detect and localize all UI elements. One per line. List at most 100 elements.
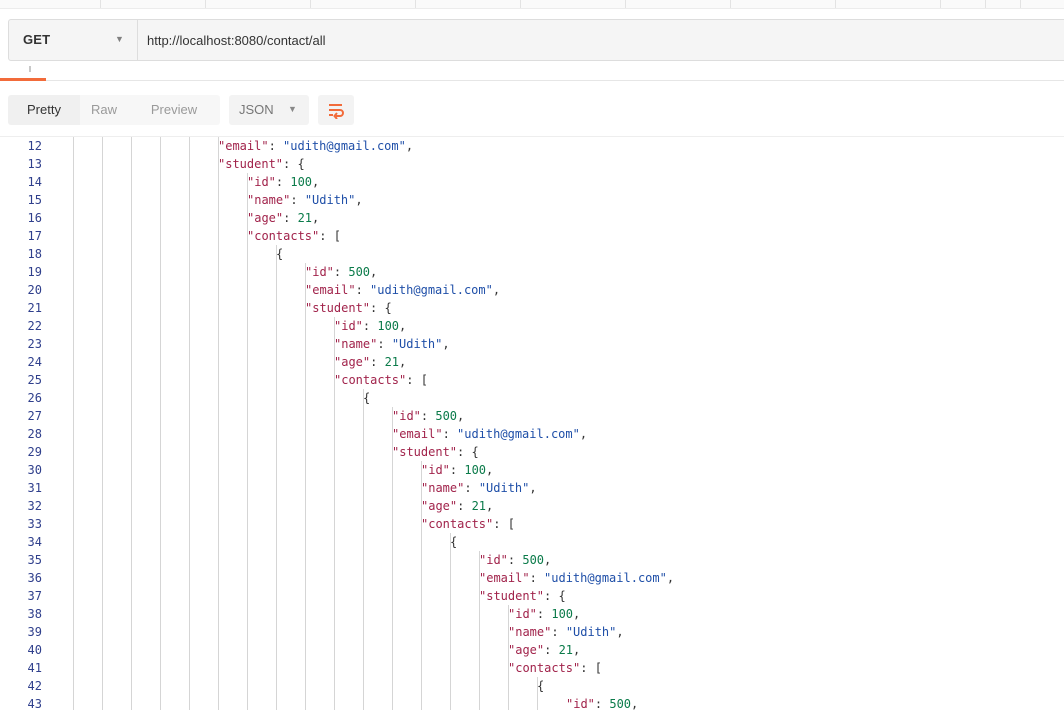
json-punctuation: : {: [370, 301, 392, 315]
method-dropdown[interactable]: GET ▼: [9, 20, 138, 60]
code-line: 43"id": 500,: [0, 695, 1064, 710]
line-number: 31: [27, 481, 42, 495]
json-key: "student": [479, 589, 545, 603]
json-punctuation: :: [449, 463, 465, 477]
code-line: 35"id": 500,: [0, 551, 1064, 569]
code-line: 22"id": 100,: [0, 317, 1064, 335]
wrap-lines-button[interactable]: [318, 95, 354, 125]
tabs-underline: [0, 80, 1064, 81]
wrap-lines-icon: [329, 104, 344, 119]
json-key: "age": [508, 643, 545, 657]
json-number: 100: [551, 607, 574, 621]
line-number: 25: [27, 373, 42, 387]
indent-guide: [450, 533, 451, 710]
indent-guide: [218, 137, 219, 710]
json-key: "name": [247, 193, 291, 207]
tab-divider: [940, 0, 941, 8]
method-label: GET: [23, 32, 51, 47]
code-text: {: [450, 533, 457, 551]
json-punctuation: ,: [486, 499, 494, 513]
tab-divider: [835, 0, 836, 8]
json-number: 21: [558, 643, 574, 657]
code-text: "email": "udith@gmail.com",: [392, 425, 587, 443]
line-number: 12: [27, 139, 42, 153]
line-number: 17: [27, 229, 42, 243]
code-line: 20"email": "udith@gmail.com",: [0, 281, 1064, 299]
line-number: 29: [27, 445, 42, 459]
code-line: 31"name": "Udith",: [0, 479, 1064, 497]
tab-preview[interactable]: Preview: [128, 95, 220, 125]
tab-pretty[interactable]: Pretty: [8, 95, 80, 125]
indent-guide: [160, 137, 161, 710]
line-number: 21: [27, 301, 42, 315]
chevron-down-icon: ▼: [115, 34, 124, 44]
indent-guide: [537, 677, 538, 710]
json-punctuation: :: [544, 643, 559, 657]
json-string: "Udith": [565, 625, 617, 639]
json-punctuation: :: [464, 481, 479, 495]
json-key: "contacts": [334, 373, 407, 387]
json-punctuation: ,: [492, 283, 501, 297]
line-number: 26: [27, 391, 42, 405]
tab-divider: [730, 0, 731, 8]
code-text: "email": "udith@gmail.com",: [218, 137, 413, 155]
request-bar: GET ▼: [8, 19, 1064, 61]
line-number: 16: [27, 211, 42, 225]
tab-raw[interactable]: Raw: [80, 95, 128, 125]
json-key: "age": [247, 211, 284, 225]
code-line: 27"id": 500,: [0, 407, 1064, 425]
code-line: 28 "email": "udith@gmail.com",: [0, 425, 1064, 443]
json-punctuation: :: [268, 139, 284, 153]
tab-divider: [415, 0, 416, 8]
code-text: "contacts": [: [247, 227, 341, 245]
json-punctuation: {: [450, 535, 458, 549]
json-string: "Udith": [478, 481, 530, 495]
json-number: 100: [464, 463, 487, 477]
line-number: 28: [27, 427, 42, 441]
code-line: 34 {: [0, 533, 1064, 551]
code-line: 39"name": "Udith",: [0, 623, 1064, 641]
tab-divider: [310, 0, 311, 8]
code-text: {: [276, 245, 283, 263]
bottom-area: [0, 710, 1064, 720]
indent-guide: [189, 137, 190, 710]
indent-guide: [508, 605, 509, 710]
code-text: "student": {: [305, 299, 392, 317]
line-number: 34: [27, 535, 42, 549]
json-punctuation: :: [442, 427, 458, 441]
line-number: 38: [27, 607, 42, 621]
code-text: "name": "Udith",: [247, 191, 363, 209]
line-number: 40: [27, 643, 42, 657]
code-line: 40"age": 21,: [0, 641, 1064, 659]
line-number: 37: [27, 589, 42, 603]
line-number: 41: [27, 661, 42, 675]
json-punctuation: :: [551, 625, 566, 639]
url-input[interactable]: [147, 29, 1047, 51]
format-dropdown[interactable]: JSON ▼: [229, 95, 309, 125]
line-number: 42: [27, 679, 42, 693]
code-line: 23"name": "Udith",: [0, 335, 1064, 353]
tab-divider: [625, 0, 626, 8]
code-line: 12 "email": "udith@gmail.com",: [0, 137, 1064, 155]
json-key: "email": [392, 427, 443, 441]
json-string: "udith@gmail.com": [283, 139, 406, 153]
indent-guide: [247, 173, 248, 710]
code-text: "contacts": [: [508, 659, 602, 677]
json-punctuation: ,: [442, 337, 450, 351]
json-key: "id": [566, 697, 595, 710]
json-key: "contacts": [247, 229, 320, 243]
json-punctuation: ,: [355, 193, 363, 207]
line-number: 23: [27, 337, 42, 351]
chevron-down-icon: ▼: [288, 104, 297, 114]
code-line: 33"contacts": [: [0, 515, 1064, 533]
line-number: 33: [27, 517, 42, 531]
json-punctuation: ,: [529, 481, 537, 495]
json-string: "Udith": [391, 337, 443, 351]
tab-divider: [205, 0, 206, 8]
line-number: 19: [27, 265, 42, 279]
json-punctuation: ,: [579, 427, 588, 441]
code-line: 21 "student": {: [0, 299, 1064, 317]
json-punctuation: :: [377, 337, 392, 351]
json-punctuation: :: [457, 499, 472, 513]
indent-guide: [479, 551, 480, 710]
